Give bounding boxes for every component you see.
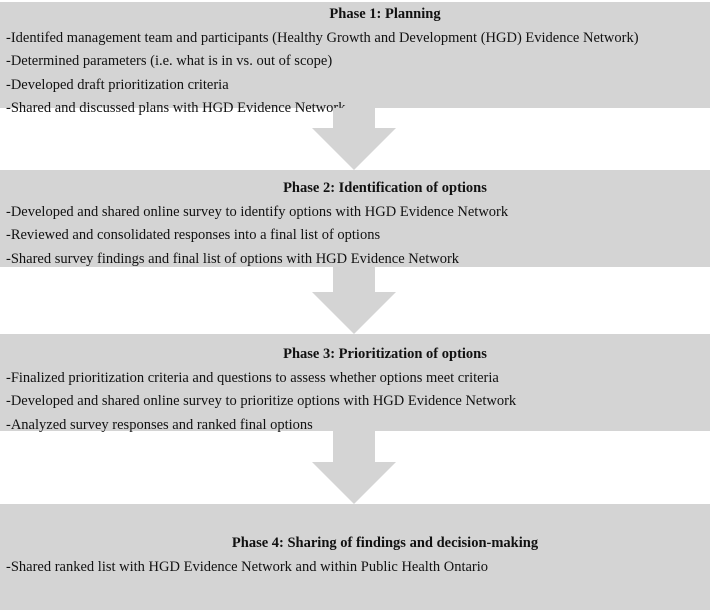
phase-3-title: Phase 3: Prioritization of options: [283, 346, 487, 362]
phase-2-item: -Developed and shared online survey to i…: [6, 203, 509, 220]
phase-2-box: Phase 2: Identification of options -Deve…: [0, 170, 710, 267]
phase-3-box: Phase 3: Prioritization of options -Fina…: [0, 334, 710, 433]
phase-1-item: -Shared and discussed plans with HGD Evi…: [6, 100, 346, 116]
arrow-shaft: [333, 431, 375, 462]
phase-1-item: -Identifed management team and participa…: [6, 29, 639, 46]
phase-4-item: -Shared ranked list with HGD Evidence Ne…: [6, 558, 489, 575]
phase-1-title: Phase 1: Planning: [329, 6, 441, 22]
down-arrow-3: [312, 431, 396, 504]
phase-4-title: Phase 4: Sharing of findings and decisio…: [231, 535, 539, 551]
phase-2-title: Phase 2: Identification of options: [283, 180, 487, 196]
phase-1-box: Phase 1: Planning -Identifed management …: [0, 2, 710, 116]
phase-3-item: -Finalized prioritization criteria and q…: [6, 369, 499, 386]
arrow-shaft: [333, 108, 375, 128]
arrow-shaft: [333, 267, 375, 292]
down-arrow-1: [312, 108, 396, 170]
arrow-head: [312, 128, 396, 170]
phase-2-item: -Shared survey findings and final list o…: [6, 250, 460, 267]
arrow-head: [312, 462, 396, 504]
down-arrow-2: [312, 267, 396, 334]
phase-1-item: -Developed draft prioritization criteria: [6, 76, 229, 93]
phase-3-item: -Developed and shared online survey to p…: [6, 393, 517, 409]
phase-3-item: -Analyzed survey responses and ranked fi…: [6, 416, 313, 433]
phase-2-item: -Reviewed and consolidated responses int…: [6, 227, 381, 243]
phase-4-box: Phase 4: Sharing of findings and decisio…: [0, 504, 710, 610]
phase-1-item: -Determined parameters (i.e. what is in …: [6, 53, 333, 69]
arrow-head: [312, 292, 396, 334]
